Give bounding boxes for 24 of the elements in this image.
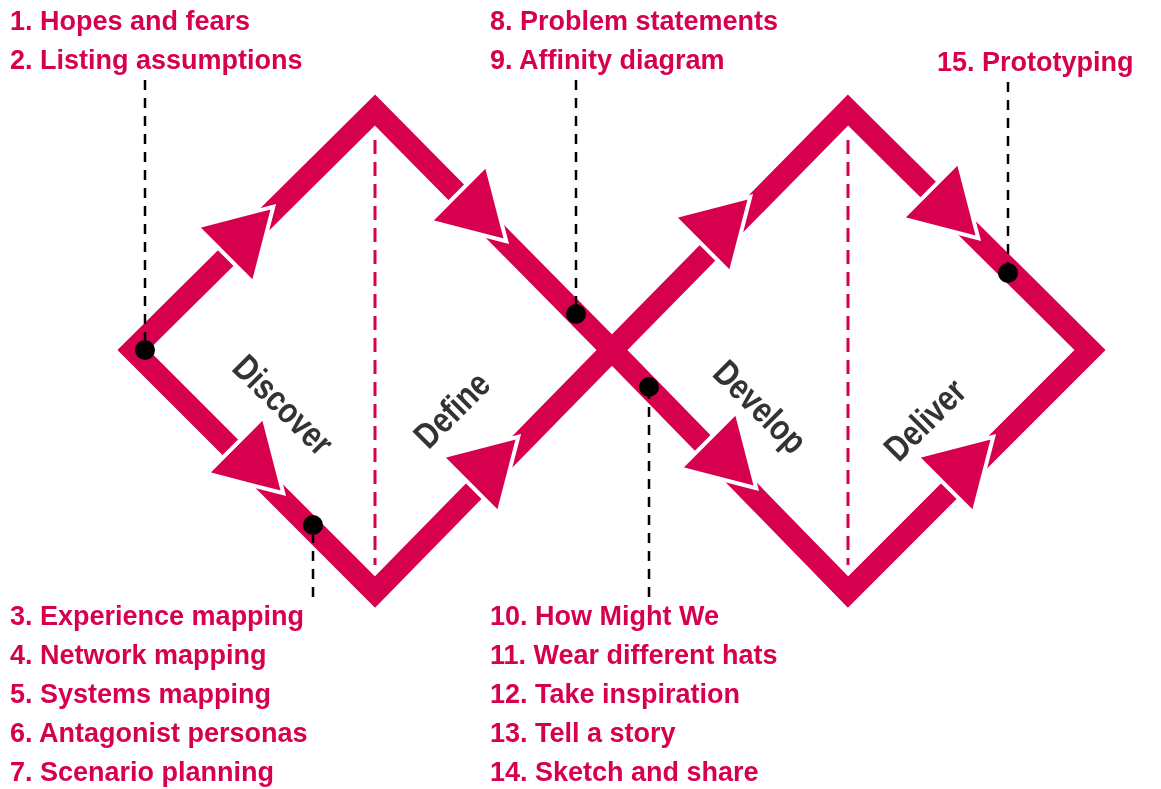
method-label: 5. Systems mapping [10,678,273,711]
method-label: 2. Listing assumptions [10,44,303,77]
dot-marker [998,263,1018,283]
method-label: 8. Problem statements [490,5,779,38]
method-label: 9. Affinity diagram [490,44,726,77]
dot-marker [639,377,659,397]
method-label: 7. Scenario planning [10,756,276,789]
leader-line [311,535,315,597]
dot-marker [566,304,586,324]
leader-line [647,397,651,597]
method-label: 10. How Might We [490,600,720,633]
leader-line [1006,82,1010,263]
method-label: 13. Tell a story [490,717,677,750]
method-label: 11. Wear different hats [490,639,778,672]
method-label: 12. Take inspiration [490,678,742,711]
method-label: 14. Sketch and share [490,756,760,789]
method-label: 15. Prototyping [937,46,1134,79]
dot-marker [303,515,323,535]
method-label: 1. Hopes and fears [10,5,252,38]
method-label: 4. Network mapping [10,639,268,672]
dot-marker [135,340,155,360]
leader-line [574,80,578,304]
method-label: 6. Antagonist personas [10,717,308,750]
method-label: 3. Experience mapping [10,600,306,633]
